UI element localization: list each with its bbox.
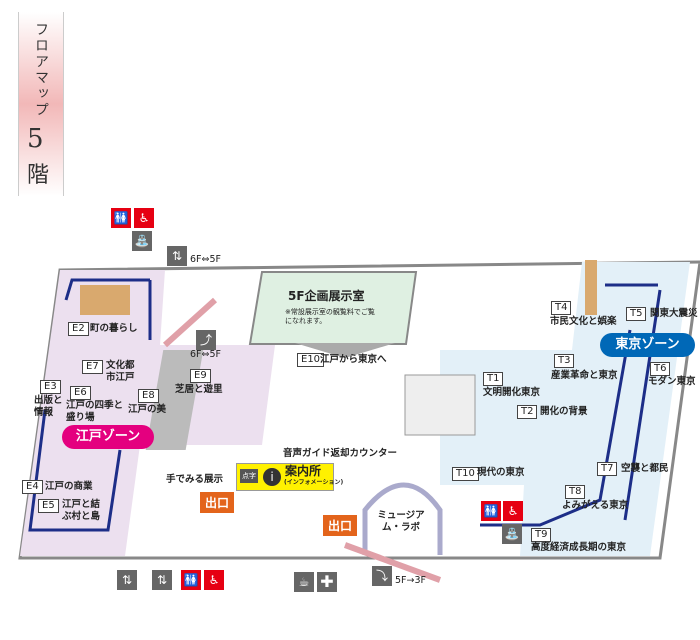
exhibit-code: T1: [483, 372, 504, 386]
exhibit-name[interactable]: 江戸の四季と盛り場: [66, 400, 124, 423]
exhibit-name[interactable]: 江戸の美: [128, 404, 167, 415]
exhibit-name[interactable]: 開化の背景: [540, 406, 588, 417]
escalator-icon: ⤵: [372, 566, 392, 586]
exhibit-code: E7: [82, 360, 103, 374]
exhibit-code: T3: [554, 354, 575, 368]
floor-title: フロアマップ 5 階: [18, 12, 64, 196]
exhibit-name[interactable]: 江戸と結ぶ村と島: [62, 499, 101, 522]
elevator-icon: ⇅: [117, 570, 137, 590]
exhibit-code: T9: [531, 528, 552, 542]
house-model: [80, 285, 130, 315]
exhibit-code: E5: [38, 499, 59, 513]
escalator-icon: ⤴: [196, 330, 216, 350]
e10-arrow: [295, 343, 395, 358]
exhibit-code: T7: [597, 462, 618, 476]
info-label: 案内所: [285, 464, 322, 478]
nursing-room-icon: ☕: [294, 572, 314, 592]
exhibit-code: E4: [22, 480, 43, 494]
edo-zone-area: [20, 270, 275, 556]
restroom-icon: 🚻: [181, 570, 201, 590]
tactile-exhibit-label: 手でみる展示: [166, 474, 224, 485]
audio-guide-return-label: 音声ガイド返却カウンター: [283, 448, 398, 459]
exhibit-code: E2: [68, 322, 89, 336]
exhibit-code: T2: [517, 405, 538, 419]
museum-lab-dome: [362, 482, 443, 555]
exhibit-code: E3: [40, 380, 61, 394]
exhibit-code: E8: [138, 389, 159, 403]
wheelchair-icon: ♿: [134, 208, 154, 228]
exhibit-name[interactable]: 文化都市江戸: [106, 360, 135, 383]
info-icon: i: [263, 468, 281, 486]
floor-number: 5: [27, 124, 44, 154]
information-desk[interactable]: 点字 i 案内所 (インフォメーション): [236, 463, 343, 491]
elevator-icon: ⇅: [167, 246, 187, 266]
exhibit-code: E9: [190, 369, 211, 383]
exit-sign[interactable]: 出口: [200, 492, 235, 513]
exhibit-code: E6: [70, 386, 91, 400]
route-edo: [28, 278, 152, 532]
exhibit-name[interactable]: 市民文化と娯楽: [550, 316, 617, 327]
wheelchair-icon: ♿: [204, 570, 224, 590]
exhibit-code: E10: [297, 353, 325, 367]
exhibit-name[interactable]: 現代の東京: [477, 467, 525, 478]
ryounkaku-tower-model: [585, 260, 597, 315]
elevator-floors: 6F⇔5F: [190, 254, 221, 265]
special-exhibition-area: [248, 271, 418, 345]
escalator-down: [343, 542, 442, 583]
kabuki-theater-model: [145, 350, 204, 450]
museum-lab-label[interactable]: ミュージアム・ラボ: [377, 510, 425, 533]
special-exhibition-title: 5F企画展示室: [288, 289, 365, 303]
escalator-floors: 6F⇔5F: [190, 349, 221, 360]
restroom-icon: 🚻: [481, 501, 501, 521]
edo-zone-label: 江戸ゾーン: [62, 425, 154, 449]
special-exhibition-note: ※常設展示室の観覧料でご覧になれます。: [285, 308, 375, 325]
wheelchair-icon: ♿: [503, 501, 523, 521]
exhibit-code: T4: [551, 301, 572, 315]
rokumeikan-model: [404, 374, 476, 436]
braille-icon: 点字: [240, 469, 258, 483]
tokyo-zone-label: 東京ゾーン: [600, 333, 695, 357]
exhibit-code: T10: [452, 467, 479, 481]
exhibit-name[interactable]: 江戸から東京へ: [320, 354, 387, 365]
exhibit-name[interactable]: 文明開化東京: [483, 387, 541, 398]
floor-suffix: 階: [27, 163, 50, 188]
exhibit-code: T6: [650, 362, 671, 376]
elevator-icon: ⇅: [152, 570, 172, 590]
exhibit-name[interactable]: 芝居と遊里: [175, 384, 223, 395]
exhibit-name[interactable]: 高度経済成長期の東京: [531, 542, 627, 553]
exhibit-code: T5: [626, 307, 647, 321]
exhibit-name[interactable]: 空襲と都民: [621, 463, 669, 474]
escalator-floors: 5F→3F: [395, 575, 426, 586]
exhibit-name[interactable]: 産業革命と東京: [551, 370, 618, 381]
restroom-icon: 🚻: [111, 208, 131, 228]
escalator-up: [162, 297, 218, 348]
exhibit-name[interactable]: 出版と情報: [34, 395, 63, 418]
exhibit-name[interactable]: 江戸の商業: [45, 481, 93, 492]
exhibit-name[interactable]: 町の暮らし: [90, 323, 138, 334]
exhibit-code: T8: [565, 485, 586, 499]
info-sublabel: (インフォメーション): [284, 479, 344, 486]
exhibit-name[interactable]: 関東大震災: [650, 308, 698, 319]
water-fountain-icon: ⛲: [502, 524, 522, 544]
exit-sign[interactable]: 出口: [323, 515, 358, 536]
title-text: フロアマップ: [33, 22, 49, 118]
first-aid-icon: ✚: [317, 572, 337, 592]
water-fountain-icon: ⛲: [132, 231, 152, 251]
exhibit-name[interactable]: モダン東京: [648, 376, 696, 387]
exhibit-name[interactable]: よみがえる東京: [562, 500, 629, 511]
